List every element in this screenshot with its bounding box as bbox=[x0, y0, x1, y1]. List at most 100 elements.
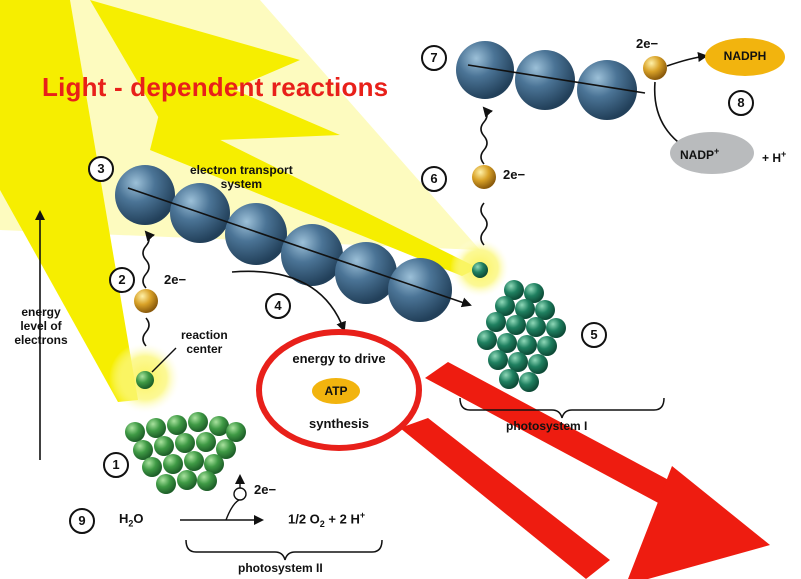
plus-h-text: + H bbox=[762, 151, 782, 165]
ets2-protein bbox=[515, 50, 575, 110]
reaction-center-line2: center bbox=[186, 342, 223, 356]
pigment-molecule bbox=[188, 412, 208, 432]
energy-level-label: energy level of electrons bbox=[5, 305, 77, 347]
pigment-molecule bbox=[133, 440, 153, 460]
electron-label-ps1: 2e− bbox=[503, 167, 526, 182]
arrow-to-nadph bbox=[666, 52, 708, 67]
nadp-charge: + bbox=[714, 146, 720, 156]
pigment-molecule bbox=[204, 454, 224, 474]
step-marker-3: 3 bbox=[88, 156, 114, 182]
products-sub: 2 bbox=[319, 518, 325, 529]
pigment-molecule bbox=[515, 299, 535, 319]
pigment-molecule bbox=[125, 422, 145, 442]
energy-level-line1: energy bbox=[21, 305, 61, 319]
step-marker-5: 5 bbox=[581, 322, 607, 348]
step-marker-4: 4 bbox=[265, 293, 291, 319]
pigment-molecule bbox=[177, 470, 197, 490]
ets2-protein bbox=[577, 60, 637, 120]
step-marker-8: 8 bbox=[728, 90, 754, 116]
photosystem-2-cluster bbox=[125, 412, 246, 494]
electron-carrier bbox=[134, 289, 158, 313]
reaction-center-label: reaction center bbox=[181, 328, 228, 356]
electron-label-water: 2e− bbox=[254, 482, 277, 497]
pigment-molecule bbox=[495, 296, 515, 316]
energy-to-drive-label: energy to drive bbox=[292, 351, 386, 366]
pigment-molecule bbox=[535, 300, 555, 320]
plus-h-charge: + bbox=[781, 149, 787, 159]
atp-label: ATP bbox=[324, 384, 348, 398]
pigment-molecule bbox=[488, 350, 508, 370]
pigment-molecule bbox=[528, 354, 548, 374]
pigment-molecule bbox=[486, 312, 506, 332]
pigment-molecule bbox=[156, 474, 176, 494]
nadp-text: NADP bbox=[680, 148, 715, 162]
step-marker-7: 7 bbox=[421, 45, 447, 71]
pigment-molecule bbox=[167, 415, 187, 435]
products-label: 1/2 O2 + 2 H+ bbox=[288, 510, 365, 529]
water-o: O bbox=[133, 511, 144, 526]
pigment-molecule bbox=[546, 318, 566, 338]
diagram-title: Light - dependent reactions bbox=[42, 72, 389, 102]
photosystem-2-label: photosystem II bbox=[238, 561, 323, 575]
pigment-molecule bbox=[197, 471, 217, 491]
ets-label: electron transport system bbox=[190, 163, 293, 191]
pigment-molecule bbox=[163, 454, 183, 474]
step-marker-6: 6 bbox=[421, 166, 447, 192]
pigment-molecule bbox=[216, 439, 236, 459]
step-marker-1: 1 bbox=[103, 452, 129, 478]
pigment-molecule bbox=[526, 317, 546, 337]
ets-protein bbox=[225, 203, 287, 265]
light-ray-top bbox=[90, 0, 300, 120]
reaction-center-ps2 bbox=[136, 371, 154, 389]
products-hydrogen: + 2 H bbox=[324, 511, 360, 527]
ets2-protein bbox=[456, 41, 514, 99]
nadp-label: NADP+ bbox=[680, 146, 719, 162]
pigment-molecule bbox=[477, 330, 497, 350]
light-ray-left bbox=[0, 0, 138, 402]
ets-label-line2: system bbox=[220, 177, 263, 191]
ets-protein bbox=[281, 224, 343, 286]
pigment-molecule bbox=[209, 416, 229, 436]
ets-protein bbox=[335, 242, 397, 304]
released-electron bbox=[233, 487, 247, 501]
electron-label-ps2: 2e− bbox=[164, 272, 187, 287]
atp-output-arrow bbox=[400, 362, 770, 579]
reaction-center-line1: reaction bbox=[181, 328, 228, 342]
ets-protein bbox=[115, 165, 175, 225]
pigment-molecule bbox=[519, 372, 539, 392]
photosystem-1-cluster bbox=[477, 280, 566, 392]
step-marker-2: 2 bbox=[109, 267, 135, 293]
red-arrow-shaft-upper bbox=[425, 362, 706, 520]
pigment-molecule bbox=[517, 335, 537, 355]
atp-badge bbox=[312, 378, 360, 404]
electron-label-nadph: 2e− bbox=[636, 36, 659, 51]
electron-release-curve bbox=[225, 499, 240, 521]
electron-transport-chain-2 bbox=[456, 41, 708, 143]
ets-label-line1: electron transport bbox=[190, 163, 293, 177]
products-oxygen: 1/2 O bbox=[288, 511, 320, 527]
light-ray-upper bbox=[130, 45, 340, 142]
pigment-molecule bbox=[142, 457, 162, 477]
pigment-molecule bbox=[175, 433, 195, 453]
pigment-molecule bbox=[537, 336, 557, 356]
nadph-label: NADPH bbox=[723, 49, 767, 63]
pigment-molecule bbox=[154, 436, 174, 456]
wavy-arrow-ps2 bbox=[143, 232, 149, 347]
electron-transport-chain bbox=[115, 165, 472, 322]
step-marker-9: 9 bbox=[69, 508, 95, 534]
energy-level-line2: level of bbox=[20, 319, 62, 333]
nadph-oval bbox=[705, 38, 785, 76]
bracket-photosystem-1 bbox=[459, 397, 665, 419]
wavy-arrow-ps1 bbox=[481, 108, 487, 246]
bracket-photosystem-2 bbox=[185, 539, 383, 561]
synthesis-label: synthesis bbox=[309, 416, 369, 431]
red-arrow-head bbox=[628, 466, 770, 579]
ets-protein bbox=[388, 258, 452, 322]
pigment-molecule bbox=[497, 333, 517, 353]
pigment-molecule bbox=[524, 283, 544, 303]
photosystem-1-label: photosystem I bbox=[506, 419, 588, 433]
pigment-molecule bbox=[504, 280, 524, 300]
light-ray-long bbox=[150, 110, 478, 276]
electron-carrier bbox=[472, 165, 496, 189]
hydrogen-ion-label: + H+ bbox=[762, 149, 786, 165]
